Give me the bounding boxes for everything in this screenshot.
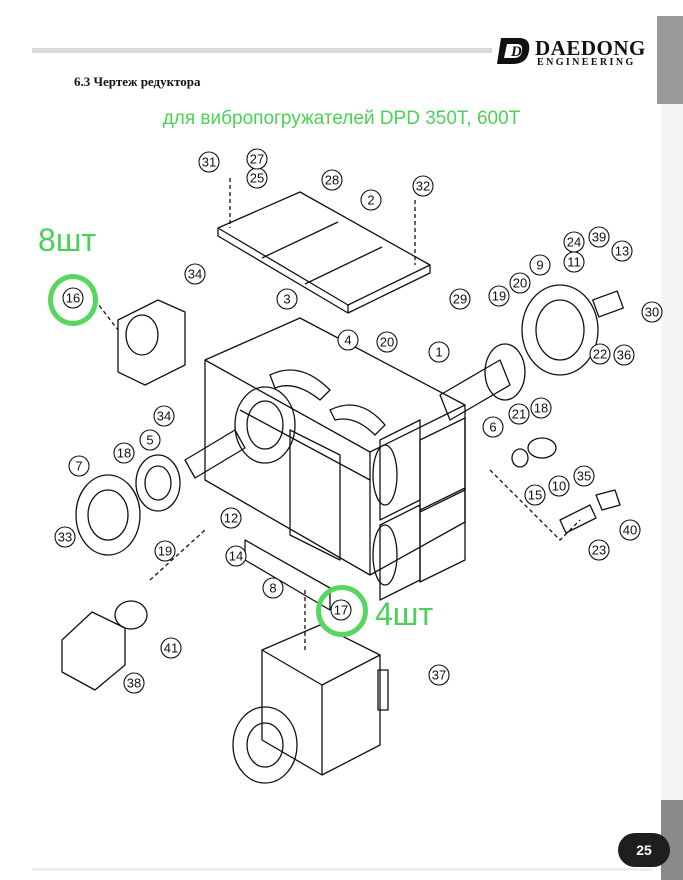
callout-40: 40	[623, 523, 637, 538]
callout-19-right: 19	[492, 289, 506, 304]
section-title: 6.3 Чертеж редуктора	[74, 74, 201, 89]
callout-12: 12	[224, 511, 238, 526]
callout-21: 21	[512, 407, 526, 422]
logo-mark-icon: D	[497, 38, 530, 64]
page-edge-bar	[657, 16, 683, 104]
callout-29: 29	[453, 292, 467, 307]
callout-41: 41	[164, 641, 178, 656]
logo-name: DAEDONG	[535, 36, 646, 60]
daedong-logo: D DAEDONG ENGINEERING	[497, 36, 649, 70]
callout-34-bottom: 34	[157, 409, 171, 424]
callout-7: 7	[75, 459, 82, 474]
callout-22: 22	[593, 347, 607, 362]
header-rule	[32, 48, 492, 53]
highlight-circle-17	[316, 585, 368, 637]
callout-33: 33	[58, 530, 72, 545]
page-edge-shadow	[661, 104, 683, 804]
callout-9: 9	[536, 258, 543, 273]
callout-5: 5	[146, 433, 153, 448]
callout-20-right: 20	[513, 276, 527, 291]
callout-20-center: 20	[380, 335, 394, 350]
callout-6: 6	[489, 420, 496, 435]
callout-19-left: 19	[158, 544, 172, 559]
callout-31: 31	[202, 155, 216, 170]
handwritten-caption: для вибропогружателей DPD 350T, 600T	[162, 108, 521, 129]
callout-32: 32	[416, 179, 430, 194]
callout-36: 36	[617, 348, 631, 363]
callout-35: 35	[577, 469, 591, 484]
logo-subtitle: ENGINEERING	[537, 57, 636, 68]
callout-30: 30	[645, 305, 659, 320]
callout-25: 25	[250, 171, 264, 186]
highlight-circle-16	[48, 274, 98, 326]
callout-24: 24	[567, 235, 581, 250]
quantity-annotation-8: 8шт	[38, 222, 97, 258]
callout-18-right: 18	[534, 401, 548, 416]
quantity-annotation-4: 4шт	[375, 596, 434, 632]
callout-4: 4	[344, 333, 351, 348]
page-number-badge: 25	[618, 833, 670, 867]
callout-39: 39	[592, 230, 606, 245]
callout-15: 15	[528, 488, 542, 503]
callout-23: 23	[592, 543, 606, 558]
callout-3: 3	[283, 292, 290, 307]
callout-34-top: 34	[188, 267, 202, 282]
callout-27: 27	[250, 152, 264, 167]
callout-10: 10	[552, 479, 566, 494]
callout-28: 28	[325, 173, 339, 188]
callout-38: 38	[127, 676, 141, 691]
callout-1: 1	[435, 345, 442, 360]
callout-8: 8	[269, 581, 276, 596]
footer-rule	[32, 868, 652, 871]
callout-13: 13	[615, 244, 629, 259]
logo-mark-letter: D	[510, 44, 522, 60]
callout-11: 11	[567, 255, 581, 270]
callout-18-left: 18	[117, 446, 131, 461]
callout-2: 2	[367, 193, 374, 208]
callout-37: 37	[432, 668, 446, 683]
callout-14: 14	[229, 549, 243, 564]
